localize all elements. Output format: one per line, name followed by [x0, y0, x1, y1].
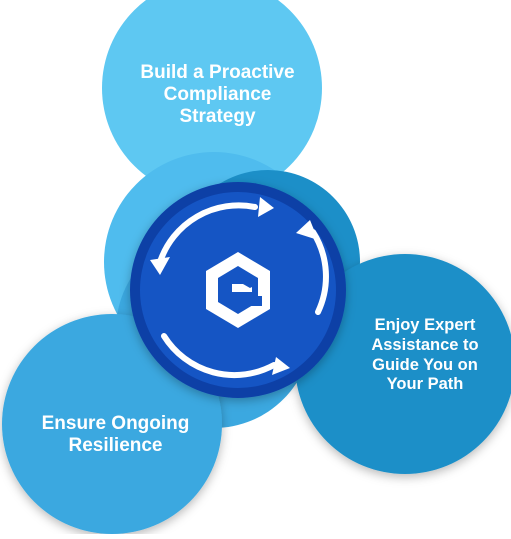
right-petal-label: Enjoy Expert Assistance to Guide You on … — [350, 316, 500, 395]
top-petal-label: Build a Proactive Compliance Strategy — [110, 62, 325, 128]
left-petal-label: Ensure Ongoing Resilience — [18, 413, 213, 457]
right-petal-line-1: Enjoy Expert — [374, 316, 476, 334]
right-petal-line-4: Your Path — [386, 375, 464, 394]
right-petal-line-3: Guide You on — [372, 355, 478, 374]
top-petal-line-2: Compliance — [163, 83, 272, 105]
hexagon-logo-icon — [206, 252, 270, 328]
arrowheads — [150, 197, 318, 375]
left-petal-line-2: Resilience — [68, 434, 163, 456]
left-petal-line-1: Ensure Ongoing — [41, 413, 190, 434]
top-petal-line-1: Build a Proactive — [140, 62, 295, 83]
circular-arrows-icon — [157, 202, 329, 378]
right-petal-line-2: Assistance to — [371, 335, 479, 354]
top-petal-line-3: Strategy — [179, 105, 256, 127]
